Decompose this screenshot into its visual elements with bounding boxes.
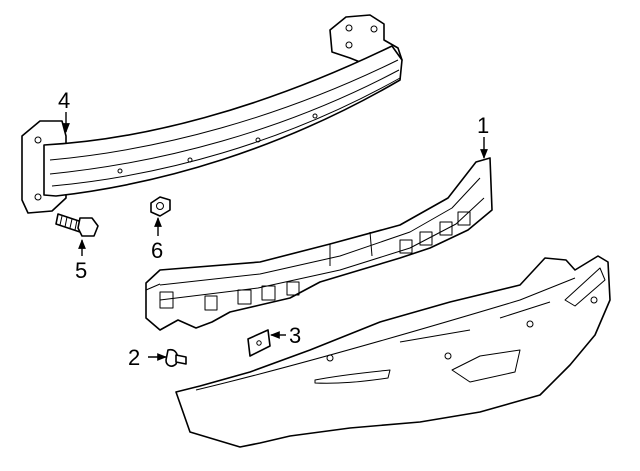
callout-labels: 1 2 3 4 5 6 (58, 88, 489, 370)
nut (150, 196, 171, 217)
callout-6: 6 (151, 238, 163, 263)
push-pin (165, 348, 187, 367)
callout-3: 3 (289, 323, 301, 348)
retainer-clip (247, 329, 271, 357)
callout-2: 2 (128, 345, 140, 370)
energy-absorber (145, 157, 493, 331)
callout-1: 1 (477, 113, 489, 138)
callout-leaders (62, 112, 488, 361)
bolt (55, 213, 99, 237)
bumper-cover (175, 255, 611, 448)
callout-4: 4 (58, 88, 70, 113)
callout-5: 5 (75, 258, 87, 283)
impact-bar (21, 14, 403, 214)
